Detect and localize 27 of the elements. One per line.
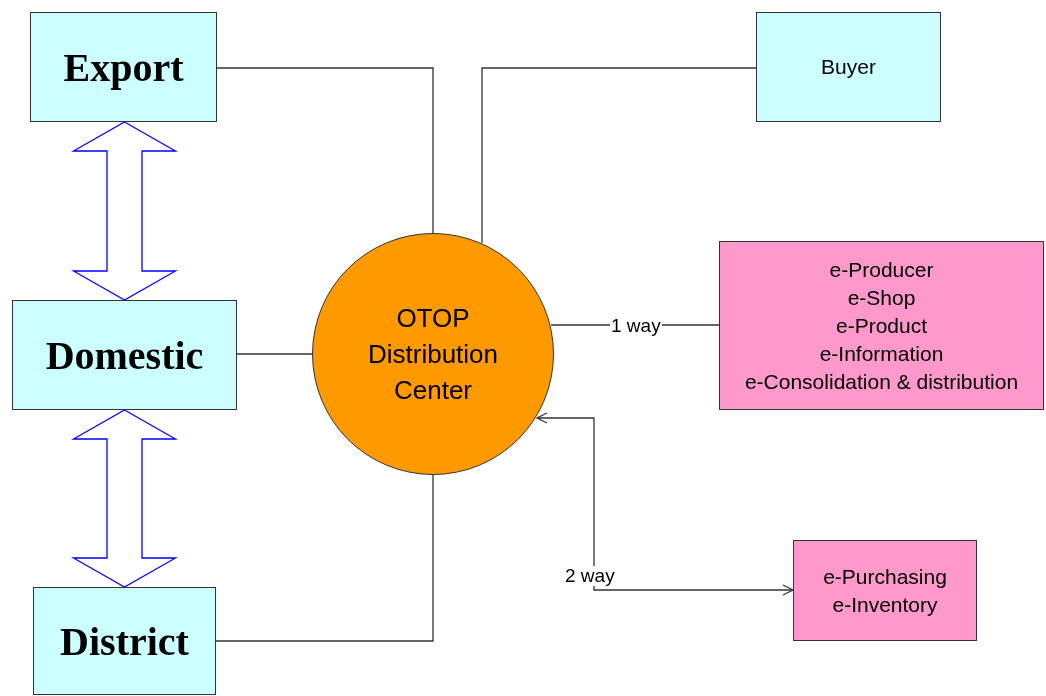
process-box [756, 12, 941, 122]
connector-line [215, 474, 434, 642]
double-block-arrow [71, 409, 178, 588]
process-box [33, 587, 216, 695]
edge-label: 1 way [610, 316, 662, 336]
node-label: e-Information [819, 340, 944, 367]
node-label: e-Shop [847, 284, 916, 311]
node-label: e-Product [835, 312, 927, 339]
double-block-arrow [71, 121, 178, 301]
process-box [793, 540, 977, 641]
node-label: Buyer [821, 54, 876, 80]
node-label: Export [63, 43, 184, 91]
node-label: e-Purchasing [823, 563, 947, 590]
connector-line [481, 67, 757, 244]
process-box [12, 300, 237, 410]
node-label: District [60, 617, 189, 665]
process-box [30, 12, 217, 122]
arrow [536, 412, 794, 596]
process-box [719, 241, 1044, 410]
node-label: e-Consolidation & distribution [744, 368, 1019, 395]
edge-label: 2 way [564, 566, 616, 586]
connector-line [216, 67, 434, 234]
connector-line [236, 353, 313, 355]
node-label: e-Inventory [832, 591, 938, 618]
node-label: e-Producer [829, 256, 934, 283]
node-label: Domestic [45, 331, 204, 379]
node-label: OTOP Distribution Center [366, 302, 500, 407]
